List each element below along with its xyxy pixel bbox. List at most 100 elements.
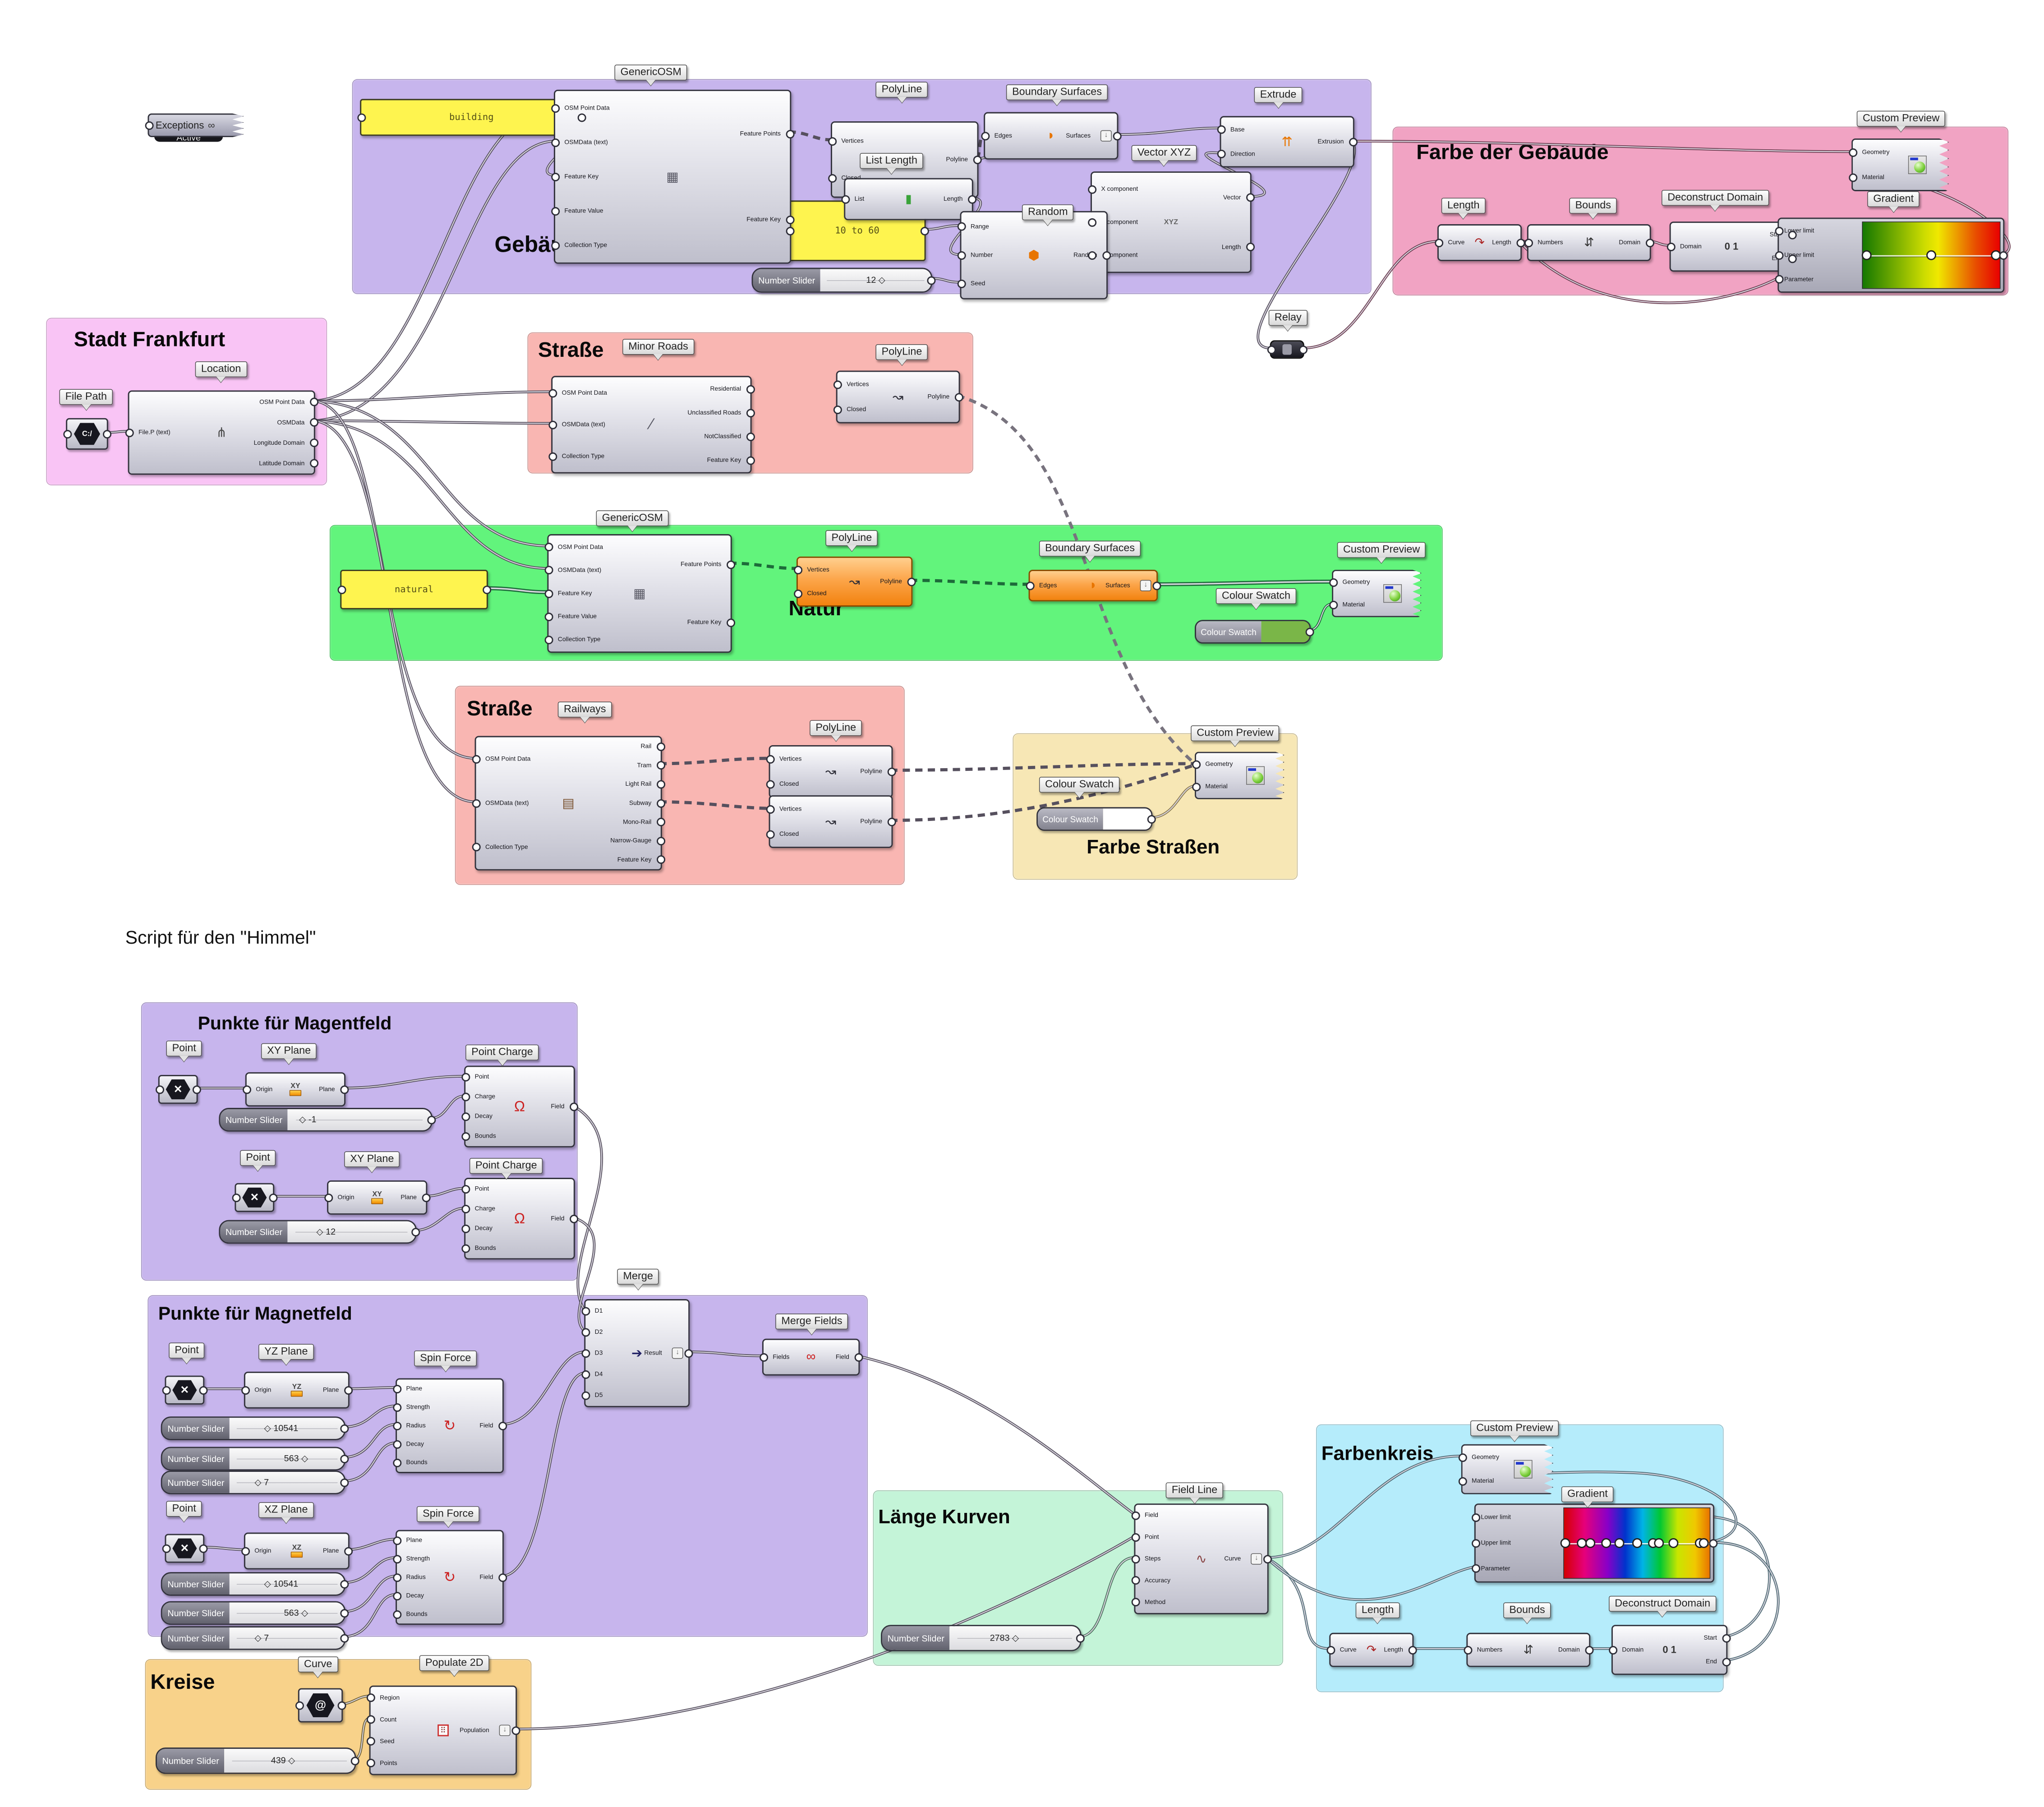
colour-swatch-natur[interactable]: Colour Swatch xyxy=(1195,620,1311,644)
slider-charge-1-track[interactable]: ◇ -1 xyxy=(287,1109,432,1130)
point-charge-2-input-port[interactable] xyxy=(461,1244,470,1253)
point-param-2-input-port[interactable] xyxy=(232,1193,241,1202)
field-line-input-port[interactable] xyxy=(1131,1511,1140,1520)
xy-plane-1-input-port[interactable] xyxy=(242,1085,251,1094)
slider-charge-1[interactable]: Number Slider◇ -1 xyxy=(219,1108,433,1132)
gradient-farbenkreis-input-port[interactable] xyxy=(1471,1513,1480,1522)
xy-plane-2-output-port[interactable] xyxy=(422,1193,431,1202)
slider-charge-2-output-port[interactable] xyxy=(411,1227,420,1236)
file-path-param-input-port[interactable] xyxy=(63,429,72,438)
railways-output-port[interactable] xyxy=(656,799,665,808)
wire[interactable] xyxy=(343,1441,396,1483)
minor-roads-input-port[interactable] xyxy=(548,388,557,397)
slider-strength-2-track[interactable]: ◇ 10541 xyxy=(230,1573,345,1595)
wire-dashed[interactable] xyxy=(788,130,831,142)
wire[interactable] xyxy=(1265,1556,1330,1650)
wire[interactable] xyxy=(312,139,554,422)
minor-roads-output-port[interactable] xyxy=(746,432,755,441)
spin-force-2-input-port[interactable] xyxy=(392,1591,401,1600)
generic-osm-building-input-port[interactable] xyxy=(551,138,560,147)
polyline-roads-input-port[interactable] xyxy=(833,405,842,414)
spin-force-1-input-port[interactable] xyxy=(392,1384,401,1393)
spin-force-1-input-port[interactable] xyxy=(392,1403,401,1412)
boundary-surfaces-building-expand-button[interactable]: ↓ xyxy=(1100,130,1112,142)
gradient-farbenkreis-grip[interactable] xyxy=(1668,1538,1679,1548)
file-path-param[interactable]: C:/ xyxy=(66,418,108,450)
slider-seed-output-port[interactable] xyxy=(926,276,935,285)
generic-osm-building-input-port[interactable] xyxy=(551,207,560,216)
spin-force-2-input-port[interactable] xyxy=(392,1536,401,1545)
polyline-natur-input-port[interactable] xyxy=(793,589,802,598)
merge-input-port[interactable] xyxy=(581,1349,590,1358)
list-length-output-port[interactable] xyxy=(967,195,976,204)
point-param-4-input-port[interactable] xyxy=(162,1544,171,1553)
random-input-port[interactable] xyxy=(957,279,966,288)
point-param-2[interactable]: ✕ xyxy=(235,1183,275,1212)
wire[interactable] xyxy=(343,1423,396,1459)
merge-input-port[interactable] xyxy=(581,1328,590,1337)
minor-roads-output-port[interactable] xyxy=(746,385,755,394)
colour-swatch-strassen-colour[interactable] xyxy=(1103,808,1151,830)
wire-dashed[interactable] xyxy=(659,756,769,765)
custom-preview-natur-input-port[interactable] xyxy=(1329,578,1338,587)
deconstruct-domain-farbenkreis-output-port[interactable] xyxy=(1722,1657,1731,1666)
wire[interactable] xyxy=(856,1354,1135,1515)
panel-natural-input-port[interactable] xyxy=(337,585,346,594)
deconstruct-domain-farbenkreis-output-port[interactable] xyxy=(1722,1634,1731,1643)
extrude-output-port[interactable] xyxy=(1349,137,1358,146)
bounds-gebaeude-input-port[interactable] xyxy=(1524,238,1533,247)
curve-param-input-port[interactable] xyxy=(295,1701,304,1710)
boundary-surfaces-building-output-port[interactable] xyxy=(1113,131,1122,140)
slider-charge-1-output-port[interactable] xyxy=(427,1116,436,1125)
populate-2d-input-port[interactable] xyxy=(366,1693,375,1702)
boundary-surfaces-building-input-port[interactable] xyxy=(981,131,990,140)
xz-plane-output-port[interactable] xyxy=(344,1547,353,1556)
polyline-rail-2-output-port[interactable] xyxy=(887,817,896,826)
colour-swatch-strassen[interactable]: Colour Swatch xyxy=(1036,807,1153,831)
gradient-gebaeude-grip[interactable] xyxy=(1926,250,1936,260)
point-param-3-output-port[interactable] xyxy=(198,1386,207,1395)
curve-param-output-port[interactable] xyxy=(337,1701,346,1710)
polyline-rail-1-input-port[interactable] xyxy=(766,755,775,764)
spin-force-1-output-port[interactable] xyxy=(498,1421,507,1430)
location-output-port[interactable] xyxy=(309,459,318,468)
random-output-port[interactable] xyxy=(1102,251,1111,260)
slider-strength-2-output-port[interactable] xyxy=(340,1580,349,1589)
panel-building[interactable]: building xyxy=(360,99,583,136)
polyline-natur-input-port[interactable] xyxy=(793,565,802,574)
location-input-port[interactable] xyxy=(125,428,134,437)
railways-output-port[interactable] xyxy=(656,780,665,789)
wire[interactable] xyxy=(312,419,548,570)
slider-decay-2-output-port[interactable] xyxy=(340,1634,349,1643)
yz-plane-output-port[interactable] xyxy=(344,1386,353,1395)
panel-10-to-60-output-port[interactable] xyxy=(920,226,929,235)
colour-swatch-natur-colour[interactable] xyxy=(1261,621,1310,642)
generic-osm-natural-output-port[interactable] xyxy=(726,618,735,627)
wire[interactable] xyxy=(430,1094,465,1120)
spin-force-1-input-port[interactable] xyxy=(392,1440,401,1449)
polyline-rail-2-input-port[interactable] xyxy=(766,805,775,814)
xz-plane-input-port[interactable] xyxy=(241,1547,250,1556)
panel-natural[interactable]: natural xyxy=(340,570,488,609)
railways-output-port[interactable] xyxy=(656,761,665,770)
polyline-rail-1-output-port[interactable] xyxy=(887,767,896,776)
merge-input-port[interactable] xyxy=(581,1391,590,1400)
slider-count-track[interactable]: 439 ◇ xyxy=(224,1749,355,1773)
wire[interactable] xyxy=(343,1593,396,1638)
spin-force-2-input-port[interactable] xyxy=(392,1573,401,1582)
point-charge-2-input-port[interactable] xyxy=(461,1224,470,1233)
minor-roads-input-port[interactable] xyxy=(548,420,557,429)
panel-building-input-port[interactable] xyxy=(357,113,366,122)
slider-radius-2-track[interactable]: 563 ◇ xyxy=(230,1602,345,1624)
